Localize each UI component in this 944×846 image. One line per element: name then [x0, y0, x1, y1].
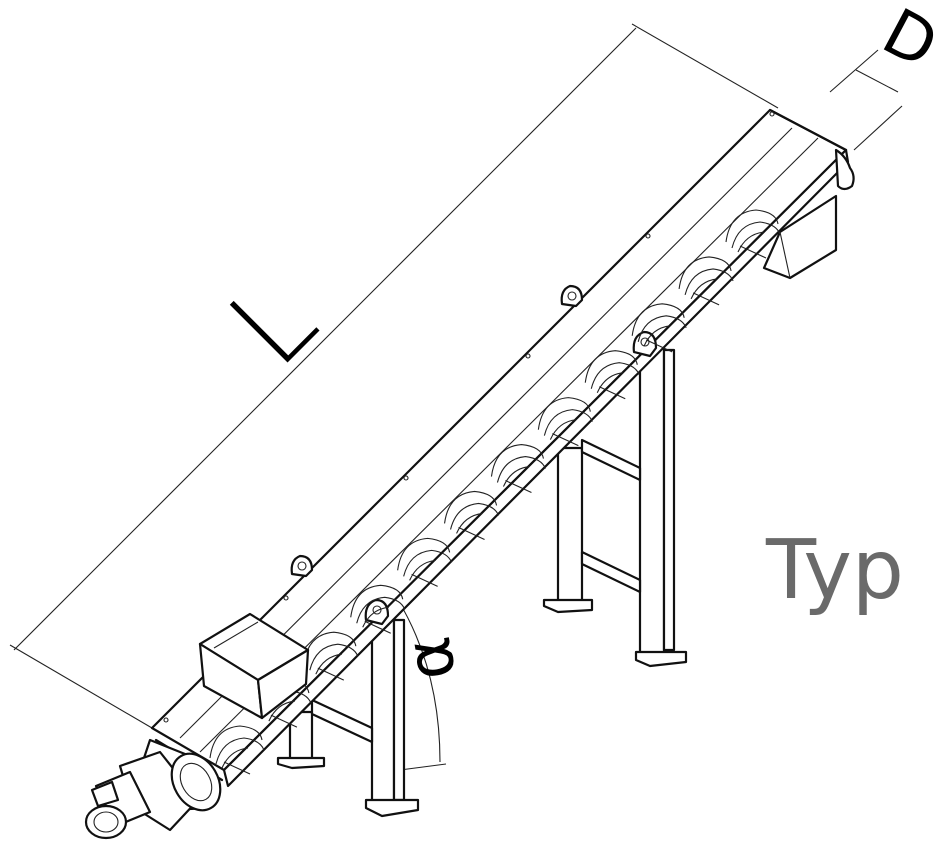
screw-shaft-segment: [645, 339, 673, 353]
screw-shaft-segment: [223, 761, 251, 775]
screw-shaft-segment: [599, 386, 626, 400]
screw-shaft-segment: [692, 292, 720, 306]
discharge-chute: [762, 194, 838, 280]
screw-flight: [631, 303, 687, 347]
drive-motor: [84, 738, 222, 840]
diameter-dimension: [829, 49, 903, 151]
length-label: L: [205, 255, 341, 391]
screw-shaft-segment: [458, 526, 485, 540]
screw-shaft-segment: [364, 620, 391, 634]
screw-flight: [678, 256, 734, 300]
angle-arc: [397, 599, 441, 763]
length-dimension: [9, 23, 779, 729]
screw-shaft-segment: [411, 573, 438, 587]
screw-shaft-segment: [552, 433, 579, 447]
screw-flight: [209, 725, 265, 769]
screw-flight: [397, 537, 453, 581]
screw-flight: [584, 350, 640, 393]
inlet-hopper: [198, 612, 310, 720]
lifting-lugs: [290, 284, 658, 626]
front-support-leg: [276, 608, 420, 818]
screw-shaft-segment: [739, 245, 767, 259]
screw-flight: [537, 397, 593, 440]
screw-flight: [443, 490, 500, 534]
diameter-label: D: [871, 0, 944, 84]
screw-shaft-segment: [270, 714, 298, 728]
screw-flight: [490, 443, 546, 487]
end-flange-top: [834, 148, 855, 191]
screw-shaft-segment: [505, 480, 532, 494]
screw-flight: [725, 209, 781, 253]
screw-shaft-segment: [317, 667, 345, 681]
screw-flight: [350, 584, 406, 628]
watermark-text: Typ: [765, 523, 904, 618]
